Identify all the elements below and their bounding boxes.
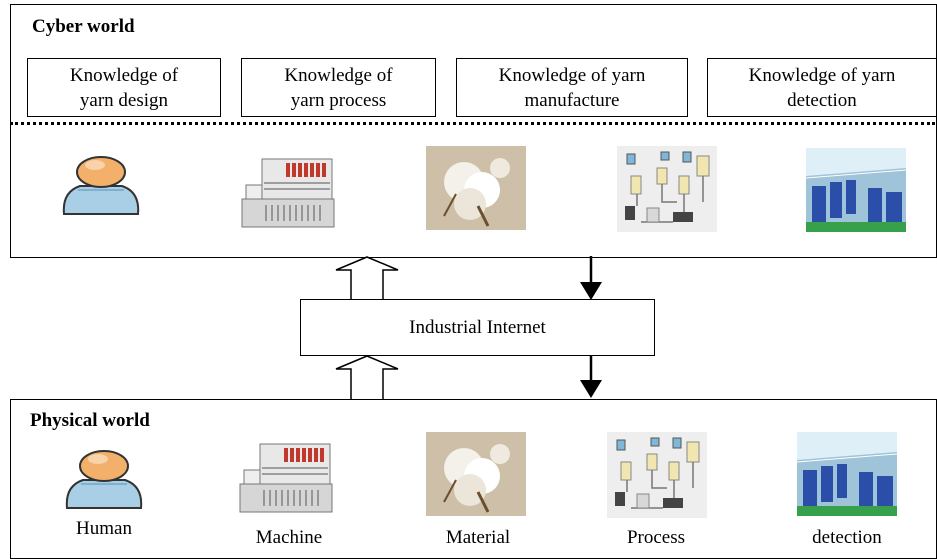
process-flow-icon [607,432,707,518]
label-detection: detection [812,527,882,548]
knowledge-yarn-design-box: Knowledge of yarn design [27,58,221,117]
cyber-world-title: Cyber world [32,16,135,37]
dotted-divider [10,122,935,125]
label-material: Material [445,527,511,548]
label-machine: Machine [255,527,323,548]
detection-workshop-icon [806,148,906,232]
industrial-internet-label: Industrial Internet [409,316,546,338]
human-icon [58,152,144,218]
downward-arrow-top [578,256,604,302]
human-icon [61,446,147,512]
label-human: Human [76,518,132,539]
label-process: Process [626,527,686,548]
physical-world-title: Physical world [30,410,150,431]
downward-arrow-bottom [578,356,604,402]
cotton-material-icon [426,146,526,230]
spinning-machine-icon [240,155,336,229]
upward-hollow-arrow-bottom [334,355,400,401]
knowledge-yarn-detection-box: Knowledge of yarn detection [707,58,937,117]
upward-hollow-arrow-top [334,256,400,300]
cotton-material-icon [426,432,526,516]
knowledge-yarn-process-box: Knowledge of yarn process [241,58,436,117]
knowledge-yarn-manufacture-box: Knowledge of yarn manufacture [456,58,688,117]
industrial-internet-box: Industrial Internet [300,299,655,356]
process-flow-icon [617,146,717,232]
spinning-machine-icon [238,440,334,514]
detection-workshop-icon [797,432,897,516]
